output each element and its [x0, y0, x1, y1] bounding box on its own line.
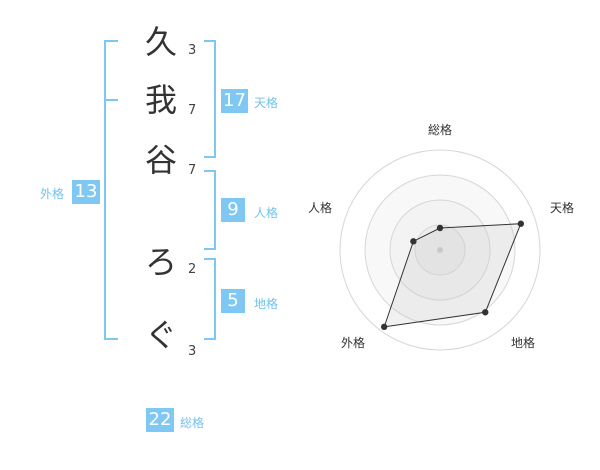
stroke-count-4: 2: [188, 262, 197, 277]
radar-center: [437, 247, 443, 253]
tenkaku-label: 天格: [254, 96, 279, 110]
radar-axis-label-chikaku: 地格: [511, 336, 536, 350]
radar-point-1: [517, 220, 525, 227]
stroke-count-3: 7: [188, 163, 197, 178]
radar-axis-label-gaikaku: 外格: [341, 336, 366, 350]
soukaku-value-badge: 22: [146, 408, 174, 432]
jinkaku-label: 人格: [254, 206, 279, 220]
radar-point-0: [436, 224, 444, 232]
radar-series-polygon: [383, 223, 522, 328]
gaikaku-value-badge: 13: [72, 180, 100, 204]
chikaku-label: 地格: [254, 297, 279, 311]
stroke-count-1: 3: [188, 43, 197, 58]
radar-point-4: [410, 238, 417, 245]
stroke-count-5: 3: [188, 344, 197, 359]
jinkaku-value-badge: 9: [221, 198, 245, 222]
radar-axis-label-jinkaku: 人格: [308, 201, 333, 215]
radar-axis-label-tenkaku: 天格: [550, 201, 575, 215]
radar-axis-label-soukaku: 総格: [428, 123, 453, 137]
gaikaku-label: 外格: [40, 187, 65, 201]
stroke-count-2: 7: [188, 103, 197, 118]
radar-point-3: [380, 323, 388, 331]
tenkaku-value-badge: 17: [221, 89, 248, 113]
soukaku-label: 総格: [180, 416, 205, 430]
name-char-5: ぐ: [144, 316, 177, 354]
name-char-4: ろ: [144, 243, 177, 281]
radar-point-2: [482, 309, 489, 316]
name-char-1: 久: [144, 23, 177, 61]
name-char-3: 谷: [144, 141, 177, 179]
chikaku-value-badge: 5: [221, 289, 245, 313]
name-char-2: 我: [144, 81, 177, 119]
